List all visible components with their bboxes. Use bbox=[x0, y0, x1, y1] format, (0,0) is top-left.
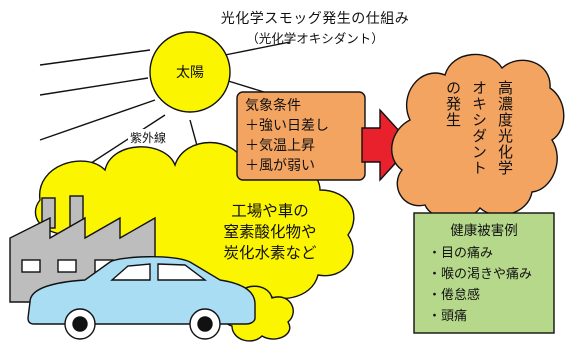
weather-conditions: 気象条件 ＋強い日差し ＋気温上昇 ＋風が弱い bbox=[237, 92, 365, 182]
health-item: ・喉の渇きや痛み bbox=[428, 267, 533, 282]
uv-label: 紫外線 bbox=[128, 129, 169, 146]
car bbox=[27, 256, 256, 340]
health-box-bg bbox=[413, 212, 555, 334]
diagram-title: 光化学スモッグ発生の仕組み bbox=[220, 11, 410, 27]
smog-line: 工場や車の bbox=[231, 202, 309, 220]
oxidant-cloud bbox=[391, 53, 565, 221]
weather-line: ＋強い日差し bbox=[245, 118, 329, 134]
oxidant-column: オキシダント bbox=[470, 80, 488, 176]
oxidant-column: 高濃度光化学 bbox=[496, 80, 514, 176]
health-item: ・頭痛 bbox=[428, 309, 468, 324]
health-item: ・目の痛み bbox=[428, 246, 494, 261]
weather-line: 気象条件 bbox=[245, 98, 301, 114]
weather-line: ＋気温上昇 bbox=[245, 138, 315, 154]
oxidant-label: 高濃度光化学 オキシダント の発生 bbox=[412, 80, 542, 200]
smog-line: 炭化水素など bbox=[223, 244, 317, 262]
diagram-subtitle: （光化学オキシダント） bbox=[246, 31, 384, 46]
weather-line: ＋風が弱い bbox=[245, 158, 315, 174]
health-item: ・倦怠感 bbox=[428, 288, 481, 303]
health-title: 健康被害例 bbox=[450, 223, 518, 239]
sun-circle bbox=[149, 31, 231, 113]
sun-label: 太陽 bbox=[176, 65, 204, 81]
smog-line: 窒素酸化物や bbox=[223, 223, 317, 241]
smog-sources: 工場や車の 窒素酸化物や 炭化水素など bbox=[200, 201, 340, 264]
health-effects: 健康被害例 ・目の痛み ・喉の渇きや痛み ・倦怠感 ・頭痛 bbox=[414, 213, 554, 333]
oxidant-column: の発生 bbox=[444, 80, 462, 128]
